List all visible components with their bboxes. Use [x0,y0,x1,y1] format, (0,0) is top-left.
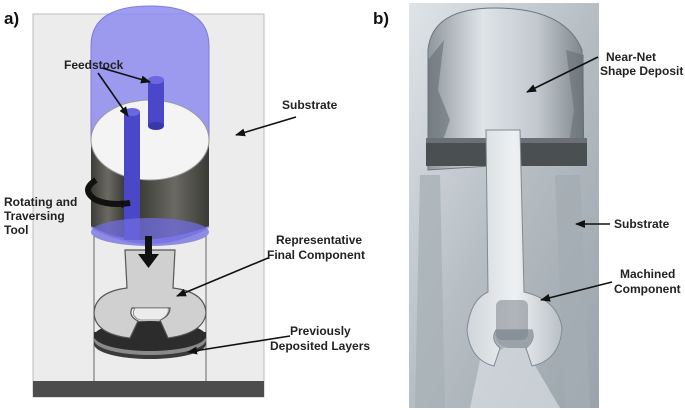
wrench-final-component [93,249,207,339]
layers-label-line1: Previously [290,324,351,338]
deposit-label-line2: Shape Deposit [600,64,683,78]
final-component-label-line2: Final Component [267,248,365,262]
feedstock-arrow-1 [101,67,151,84]
panel-b-tag: b) [373,9,389,28]
panel-b: b) Near-Net Shape Deposit Substrate [373,3,683,408]
layers-arrow [187,335,291,355]
feedstock-label: Feedstock [64,58,124,72]
deposit-label-line1: Near-Net [606,50,656,64]
machined-label-line1: Machined [620,267,675,281]
curved-arrow-icon [85,177,131,209]
rotating-tool [90,5,210,246]
tool-label-line2: Traversing [4,209,65,223]
substrate-arrow-a [235,116,297,137]
final-component-label-line1: Representative [276,233,362,247]
tool-label-line1: Rotating and [4,195,77,209]
panel-a: a) [4,5,370,398]
down-arrow-icon [138,236,159,268]
substrate-label-b: Substrate [614,217,670,231]
layers-label-line2: Deposited Layers [270,339,370,353]
substrate-base [33,381,264,397]
photo [409,3,599,408]
feedstock-arrow-2 [97,72,129,117]
final-component-arrow [176,257,269,297]
tool-label-line3: Tool [4,223,28,237]
machined-arrow [540,281,613,302]
machined-label-line2: Component [614,282,681,296]
panel-a-tag: a) [4,9,19,28]
deposit-arrow [526,56,599,93]
substrate-label-a: Substrate [282,98,338,112]
